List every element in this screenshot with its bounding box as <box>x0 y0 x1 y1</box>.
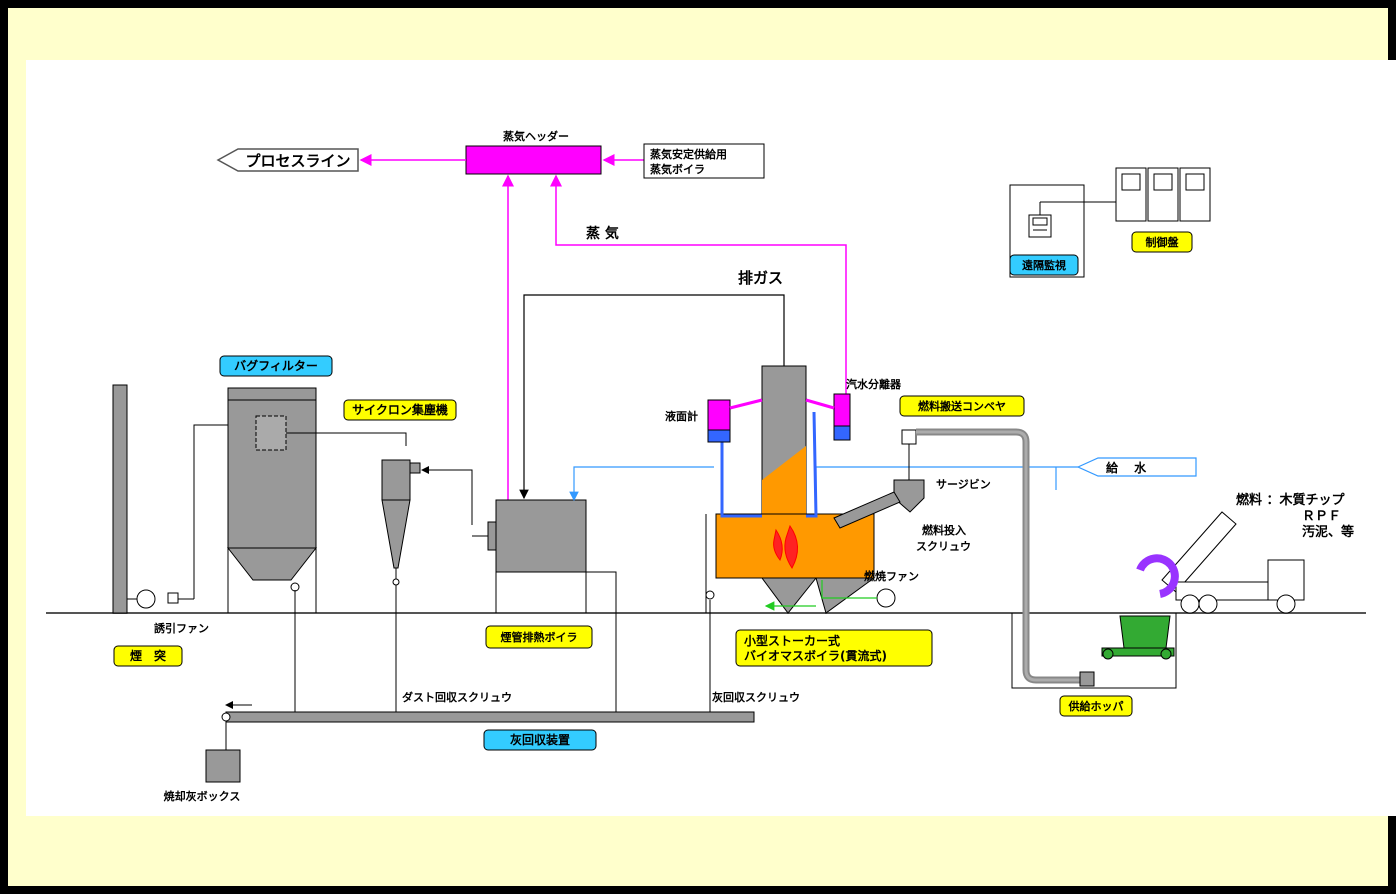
steam-header: 蒸気ヘッダー <box>465 129 602 175</box>
fuel-screw-line2: スクリュウ <box>916 540 971 553</box>
chimney: 煙 突 <box>112 384 183 667</box>
control-panel-label: 制御盤 <box>1146 235 1180 249</box>
biomass-boiler-line2: バイオマスボイラ(貫流式) <box>744 648 887 663</box>
feed-water-box: 給 水 <box>1076 457 1197 477</box>
bag-filter-label: バグフィルター <box>234 358 318 373</box>
feed-hopper-label: 供給ホッパ <box>1068 699 1124 713</box>
bag-filter: バグフィルター <box>219 355 407 715</box>
ash-recovery-label: 灰回収装置 <box>510 732 570 747</box>
fuel-conveyor: 燃料搬送コンベヤ <box>899 395 1095 687</box>
exhaust-gas-line <box>519 294 785 500</box>
backup-boiler-box: 蒸気安定供給用 蒸気ボイラ <box>643 143 765 179</box>
fuel-type-rpf: ＲＰＦ <box>1302 509 1341 524</box>
backup-boiler-line2: 蒸気ボイラ <box>650 162 705 176</box>
feed-water-label: 給 水 <box>1106 460 1147 475</box>
biomass-boiler: 液面計 汽水分離器 小型ストーカー式 バイオマスボイラ(貫流式) <box>665 365 933 667</box>
process-line-box: プロセスライン <box>216 148 359 172</box>
surge-bin-label: サージビン <box>936 477 991 491</box>
steam-header-label: 蒸気ヘッダー <box>503 129 569 143</box>
cyclone-label: サイクロン集塵機 <box>352 402 448 417</box>
control-panel: 制御盤 <box>1115 167 1211 253</box>
flue-tube-boiler-label: 煙管排熱ボイラ <box>501 630 578 644</box>
combustion-fan-label: 燃焼ファン <box>863 569 919 583</box>
ash-box-label: 焼却灰ボックス <box>164 789 241 803</box>
fuel-type-label: 燃料 ：木質チップ <box>1236 492 1346 508</box>
feed-hopper: 供給ホッパ <box>1011 613 1177 717</box>
ash-screw-label: 灰回収スクリュウ <box>712 690 800 704</box>
process-line-label: プロセスライン <box>245 152 350 170</box>
chimney-label: 煙 突 <box>130 648 166 663</box>
level-gauge-label: 液面計 <box>665 409 698 423</box>
steam-separator-label: 汽水分離器 <box>846 377 902 391</box>
separator-steam-line <box>550 174 847 400</box>
dust-screw-label: ダスト回収スクリュウ <box>402 690 512 704</box>
feed-water-to-flue-boiler <box>569 466 714 502</box>
ash-recovery: 焼却灰ボックス 灰回収装置 ダスト回収スクリュウ 灰回収スクリュウ <box>164 600 800 803</box>
fuel-type-sludge: 汚泥、等 <box>1302 524 1354 540</box>
surge-bin: サージビン 燃料投入 スクリュウ <box>833 477 991 553</box>
exhaust-gas-label: 排ガス <box>738 269 783 287</box>
diagram-canvas: プロセスライン 蒸気ヘッダー 蒸気安定供給用 蒸気ボイラ 蒸 気 排ガス 遠隔監… <box>26 60 1396 816</box>
flue-tube-boiler: 煙管排熱ボイラ <box>472 499 617 715</box>
fuel-conveyor-label: 燃料搬送コンベヤ <box>917 399 1006 413</box>
remote-monitor-label: 遠隔監視 <box>1022 258 1066 272</box>
induced-fan-label: 誘引ファン <box>154 621 209 635</box>
cyclone: サイクロン集塵機 <box>343 399 473 715</box>
remote-monitor: 遠隔監視 <box>1009 184 1146 278</box>
biomass-boiler-line1: 小型ストーカー式 <box>744 633 840 648</box>
steam-label: 蒸 気 <box>586 225 619 242</box>
combustion-fan: 燃焼ファン <box>764 569 919 611</box>
dump-truck: 燃料 ：木質チップ ＲＰＦ 汚泥、等 <box>1136 492 1354 614</box>
fuel-screw-line1: 燃料投入 <box>921 523 966 537</box>
process-flow-diagram: プロセスライン 蒸気ヘッダー 蒸気安定供給用 蒸気ボイラ 蒸 気 排ガス 遠隔監… <box>46 129 1366 803</box>
backup-boiler-line1: 蒸気安定供給用 <box>650 147 727 161</box>
